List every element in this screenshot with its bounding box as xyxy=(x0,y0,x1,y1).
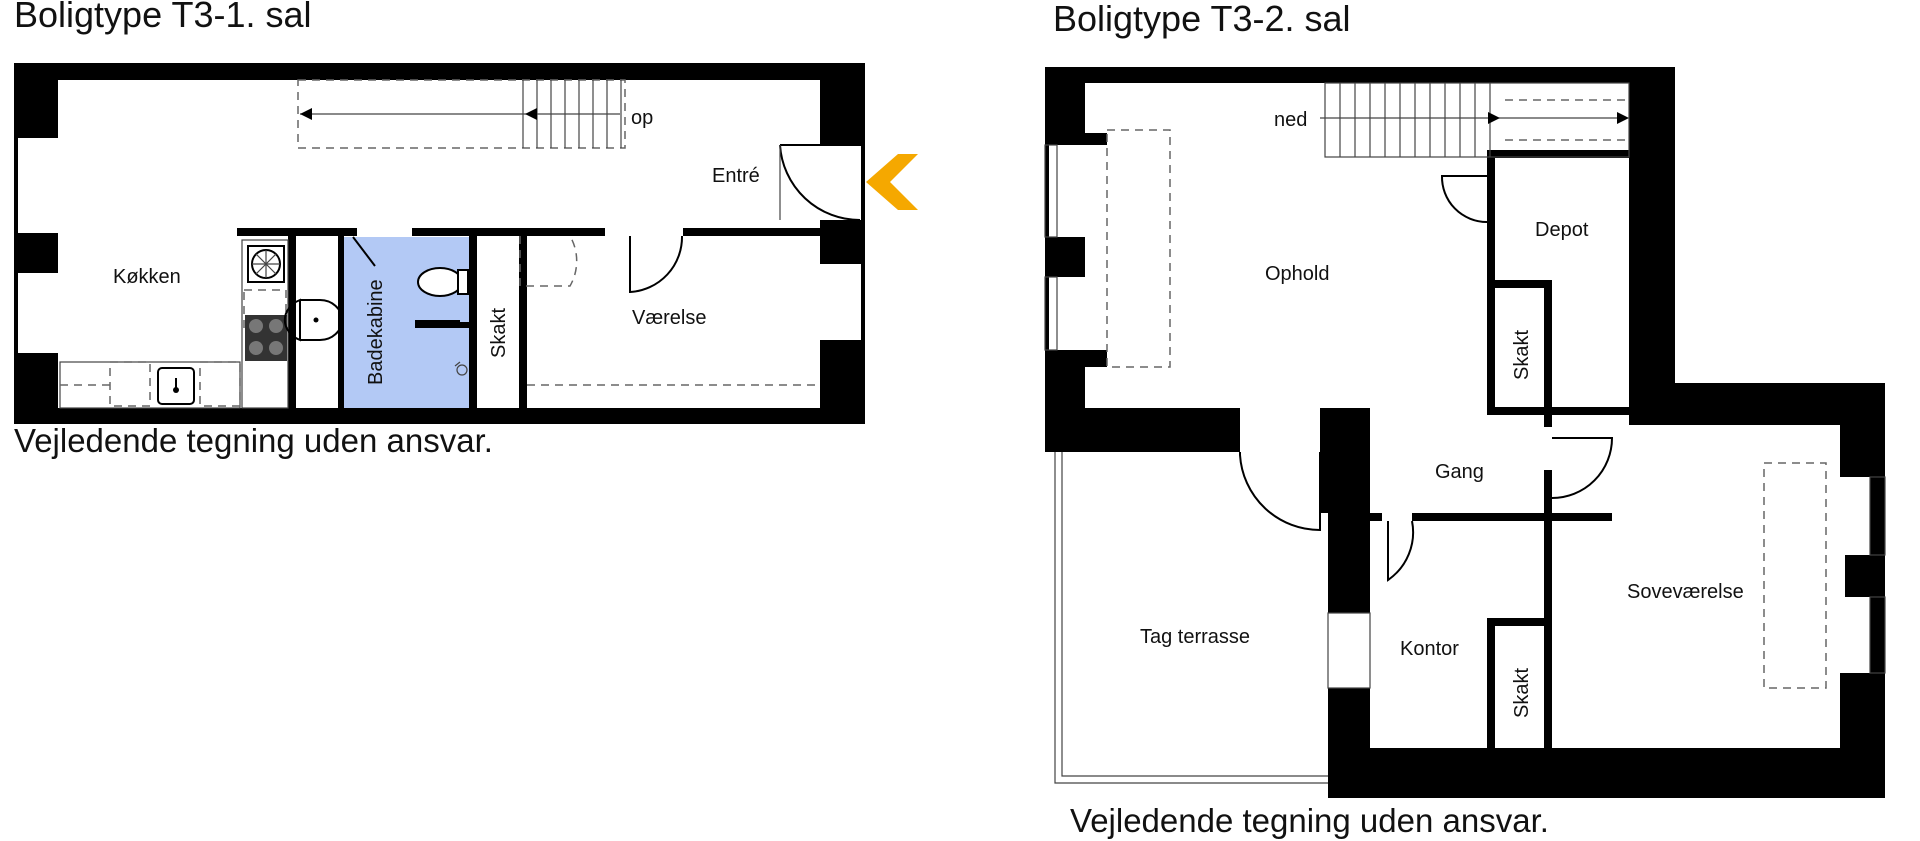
room-storage: Depot xyxy=(1535,219,1589,241)
terrace-door xyxy=(1239,452,1321,532)
stair-label-up: op xyxy=(631,107,653,129)
shaft-door xyxy=(519,235,578,287)
shower-icon xyxy=(454,361,468,376)
room-entrance: Entré xyxy=(712,165,760,187)
bedroom-door-2 xyxy=(1551,437,1614,499)
stair-label-down: ned xyxy=(1274,109,1307,131)
plan2-title: Boligtype T3-2. sal xyxy=(1053,0,1351,39)
plan2-windows xyxy=(1044,144,1886,689)
plan1-title: Boligtype T3-1. sal xyxy=(14,0,312,35)
stairs-plan2 xyxy=(1320,82,1630,158)
room-hall: Gang xyxy=(1435,461,1484,483)
room-living: Ophold xyxy=(1265,263,1330,285)
room-shaft-lower: Skakt xyxy=(1511,668,1533,718)
plan2-floor-plan: ned Ophold Depot Gang Tag terrasse Konto… xyxy=(1044,67,1886,798)
plan2-disclaimer: Vejledende tegning uden ansvar. xyxy=(1070,802,1549,839)
room-bedroom: Værelse xyxy=(632,307,706,329)
room-bath-cabin: Badekabine xyxy=(365,279,387,385)
storage-door xyxy=(1440,175,1488,223)
washbasin-icon xyxy=(283,298,343,342)
roof-terrace-outline xyxy=(1054,452,1328,784)
bedroom-door xyxy=(629,235,684,294)
sink-icon xyxy=(157,367,195,405)
plan1-floor-plan: Køkken Entré Værelse op Badekabine Skakt xyxy=(14,63,918,424)
fan-icon xyxy=(247,245,285,283)
room-office: Kontor xyxy=(1400,638,1459,660)
room-roof-terrace: Tag terrasse xyxy=(1140,626,1250,648)
toilet-icon xyxy=(417,267,469,297)
room-shaft-upper: Skakt xyxy=(1511,330,1533,380)
plan1-disclaimer: Vejledende tegning uden ansvar. xyxy=(14,422,493,459)
room-kitchen: Køkken xyxy=(113,266,181,288)
office-door xyxy=(1387,520,1415,582)
stairs-plan1 xyxy=(297,79,626,149)
room-master-bedroom: Soveværelse xyxy=(1627,581,1744,603)
entrance-door xyxy=(779,144,862,222)
room-shaft: Skakt xyxy=(488,308,510,358)
stove-icon xyxy=(245,315,287,361)
entry-arrow-icon xyxy=(866,154,918,210)
kitchen-counter xyxy=(59,239,289,409)
